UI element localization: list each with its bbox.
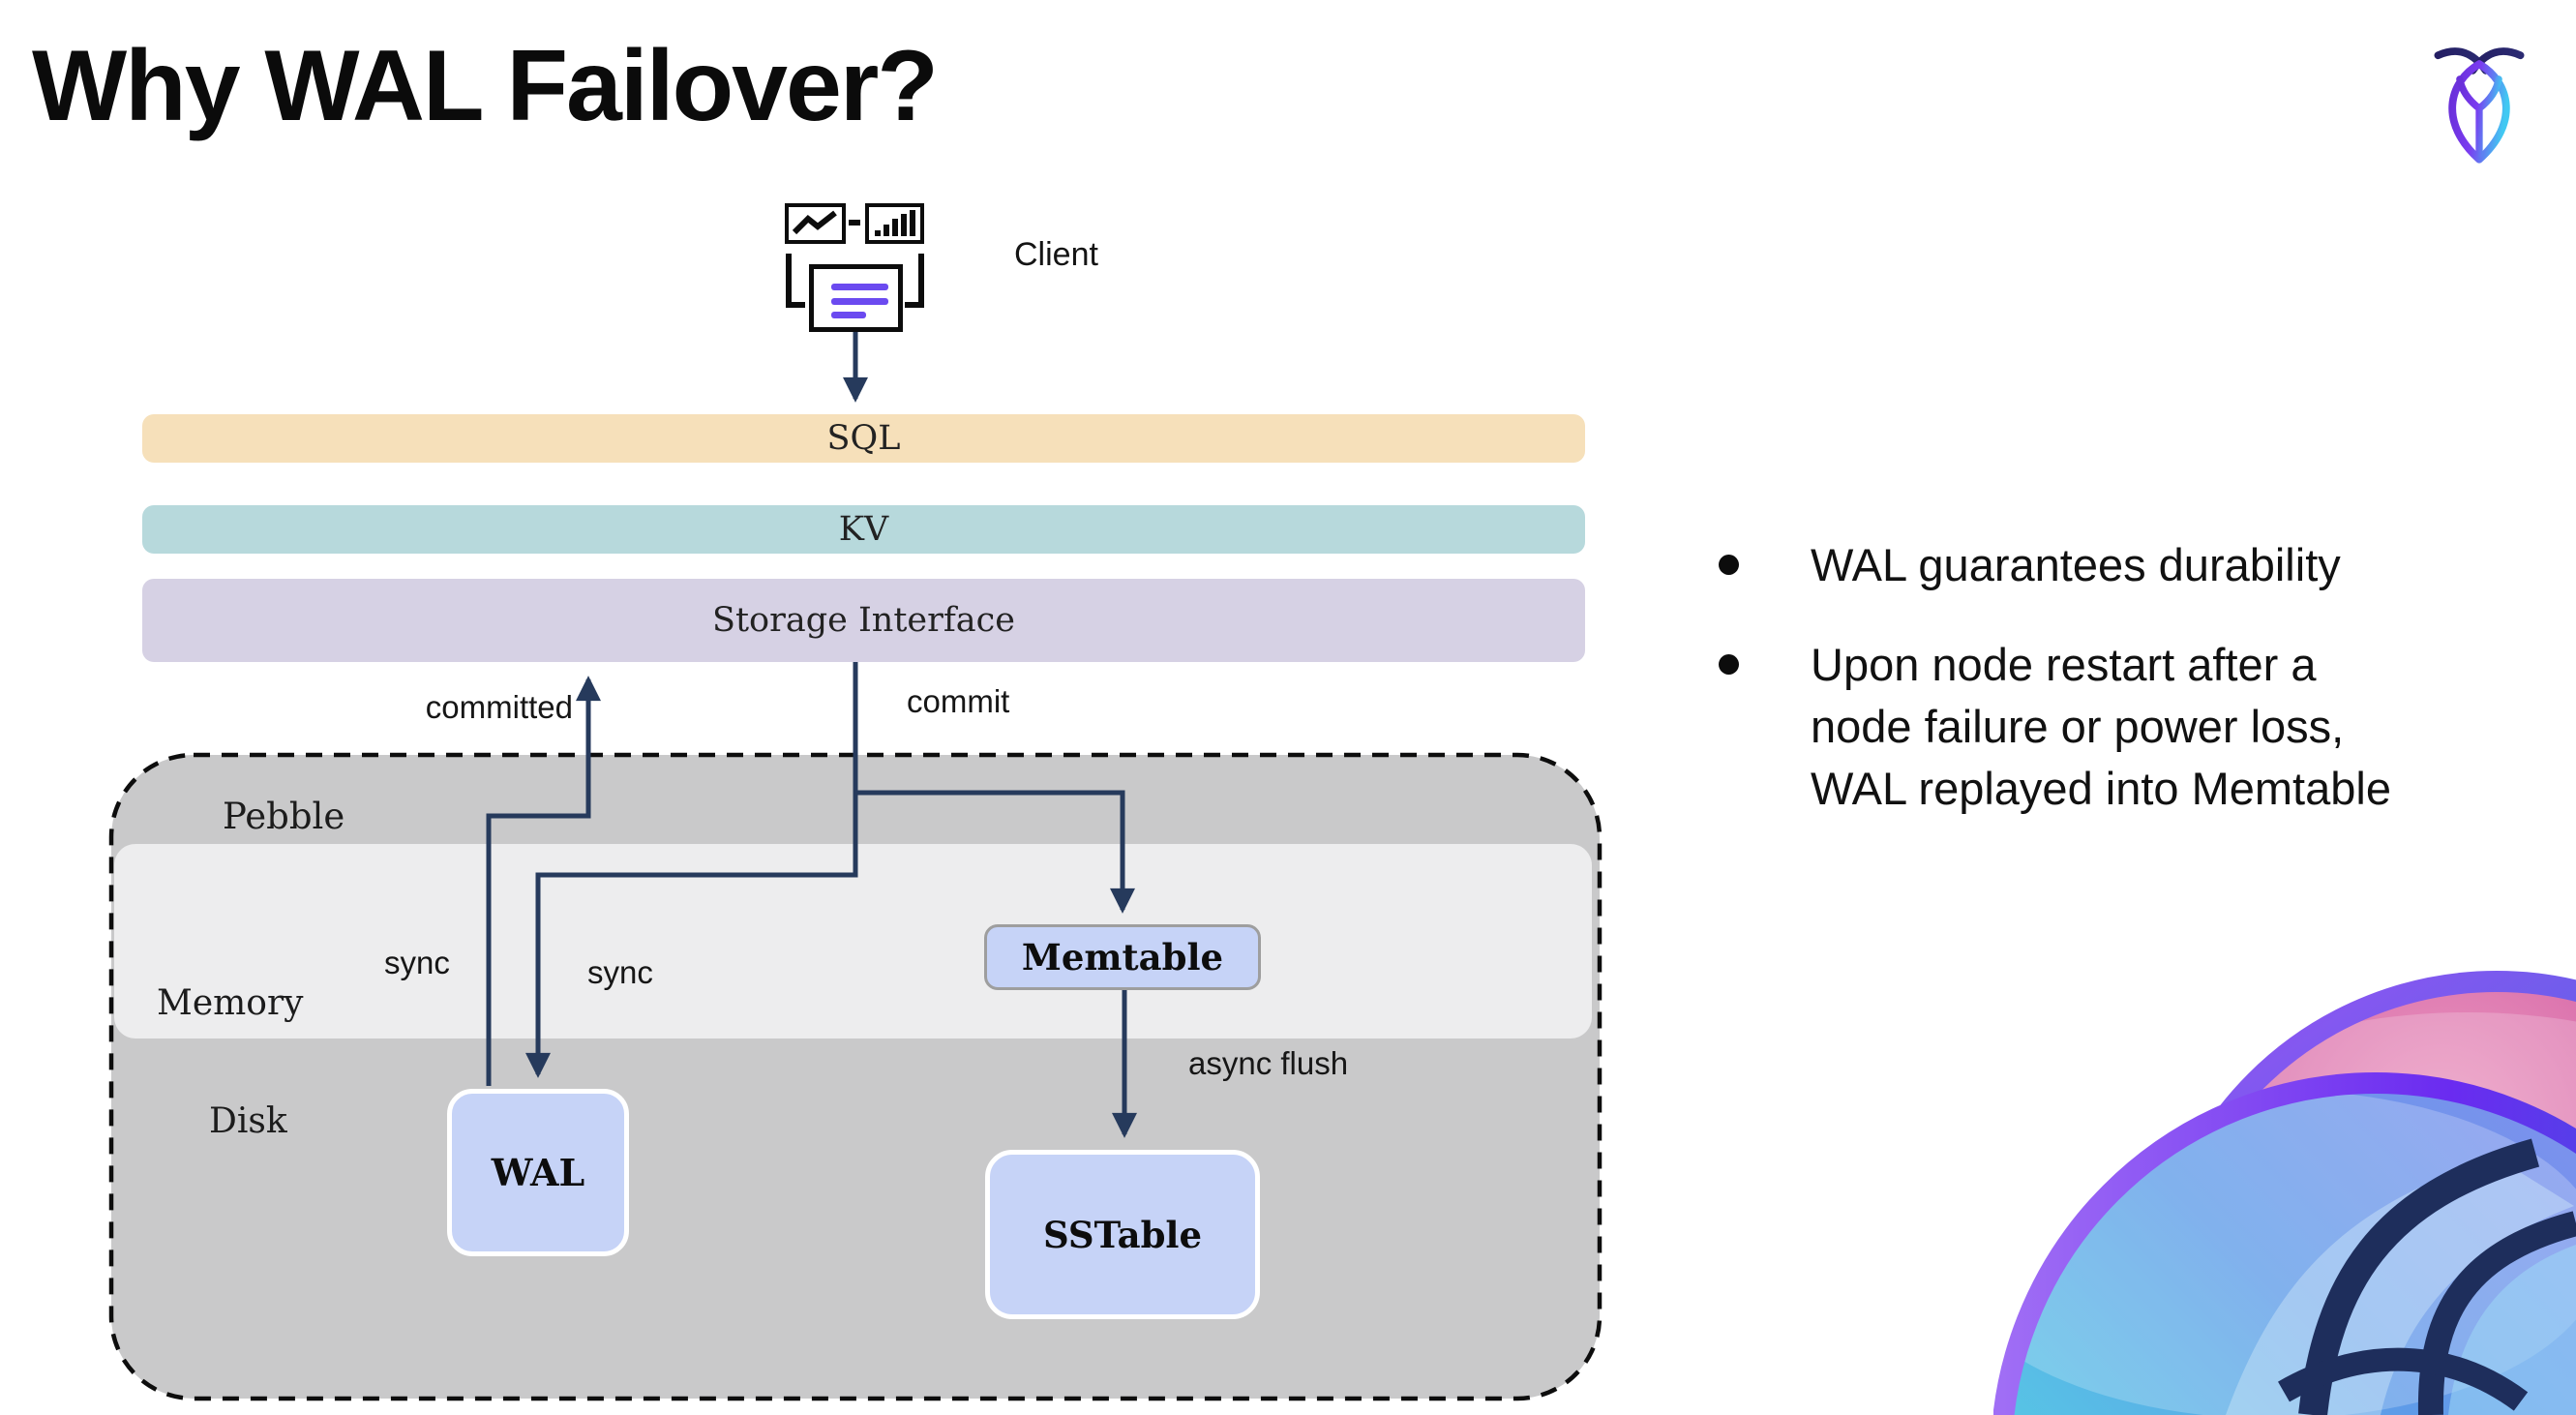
sstable-box: SSTable xyxy=(985,1150,1260,1319)
document-icon xyxy=(809,264,903,332)
sql-layer-label: SQL xyxy=(826,419,901,458)
memtable-box-label: Memtable xyxy=(1021,936,1224,978)
pebble-label: Pebble xyxy=(223,796,345,837)
slide-title: Why WAL Failover? xyxy=(32,30,939,142)
purple-arc xyxy=(1993,1072,2576,1415)
bullet-line-3: WAL replayed into Memtable xyxy=(1811,763,2391,814)
line-chart-icon xyxy=(785,203,846,244)
sync-right-edge-label: sync xyxy=(587,954,653,990)
right-bracket-icon xyxy=(905,254,924,308)
left-bracket-icon xyxy=(786,254,805,308)
bullet-line-2: node failure or power loss, xyxy=(1811,701,2345,752)
sstable-box-label: SSTable xyxy=(1042,1213,1203,1256)
commit-to-memtable-arrow xyxy=(855,790,1135,914)
cockroachdb-logo-icon xyxy=(2434,47,2525,164)
bar-chart-icon xyxy=(865,203,924,244)
storage-interface-layer-bar: Storage Interface xyxy=(142,579,1585,662)
icon-connector-dash xyxy=(849,220,860,226)
kv-layer-label: KV xyxy=(838,510,889,549)
commit-sync-arrow xyxy=(525,662,858,1078)
client-label: Client xyxy=(1014,236,1098,273)
bullet-dot xyxy=(1719,555,1739,575)
disk-label: Disk xyxy=(209,1101,287,1141)
wal-box: WAL xyxy=(447,1089,629,1256)
memtable-box: Memtable xyxy=(984,924,1261,990)
bullet-item-durability: WAL guarantees durability xyxy=(1713,534,2526,596)
sql-layer-bar: SQL xyxy=(142,414,1585,463)
bullet-line-1: Upon node restart after a xyxy=(1811,639,2317,690)
commit-edge-label: commit xyxy=(907,683,1010,719)
committed-edge-label: committed xyxy=(425,689,573,725)
kv-layer-bar: KV xyxy=(142,505,1585,554)
sync-left-edge-label: sync xyxy=(384,945,450,980)
bullet-item-replay: Upon node restart after a node failure o… xyxy=(1713,634,2526,820)
async-flush-edge-label: async flush xyxy=(1188,1045,1349,1081)
brand-graphic xyxy=(1993,971,2576,1415)
storage-interface-layer-label: Storage Interface xyxy=(712,601,1015,640)
committed-arrow xyxy=(486,676,601,1086)
bullet-text: WAL guarantees durability xyxy=(1811,539,2341,590)
bullet-text: Upon node restart after a node failure o… xyxy=(1811,634,2391,820)
wal-box-label: WAL xyxy=(491,1151,585,1194)
bullet-dot xyxy=(1719,654,1739,675)
memory-label: Memory xyxy=(157,983,304,1023)
